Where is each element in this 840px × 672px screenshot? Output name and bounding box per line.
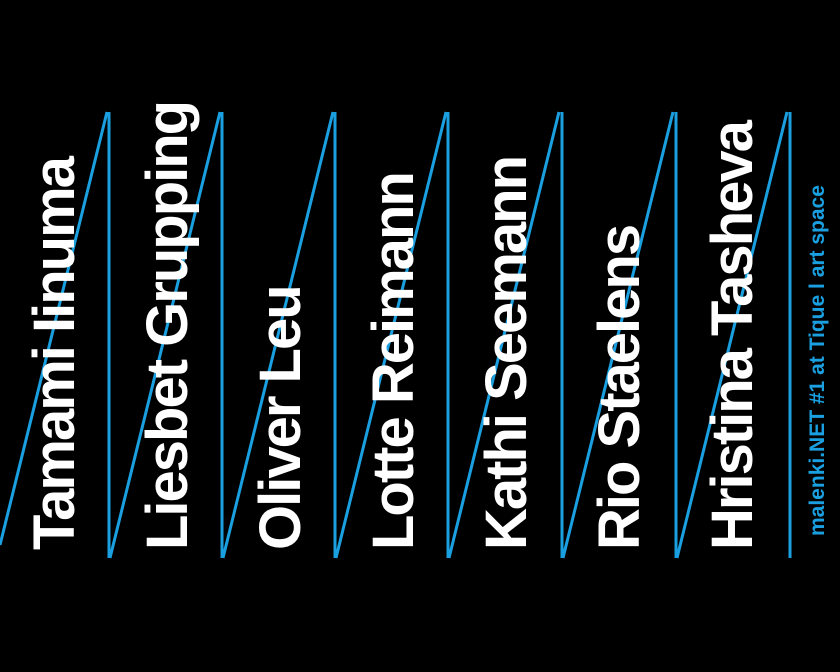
artist-name: Rio Staelens (587, 225, 652, 550)
diagonal-line (0, 111, 109, 546)
artist-name: Liesbet Grupping (135, 101, 200, 550)
artist-name: Hristina Tasheva (700, 122, 765, 550)
artist-name: Lotte Reimann (361, 173, 426, 550)
diagonal-line (108, 111, 222, 559)
artist-name: Oliver Leu (248, 286, 313, 550)
artist-name: Tamami Iinuma (22, 158, 87, 550)
artist-name: Kathi Seemann (474, 157, 539, 550)
diagonal-line (675, 111, 789, 559)
diagonal-line (221, 111, 335, 559)
event-caption: malenki.NET #1 at Tique l art space (806, 185, 829, 536)
diagonal-line (561, 111, 675, 559)
diagonal-line (447, 111, 561, 559)
diagonal-line (334, 111, 448, 559)
